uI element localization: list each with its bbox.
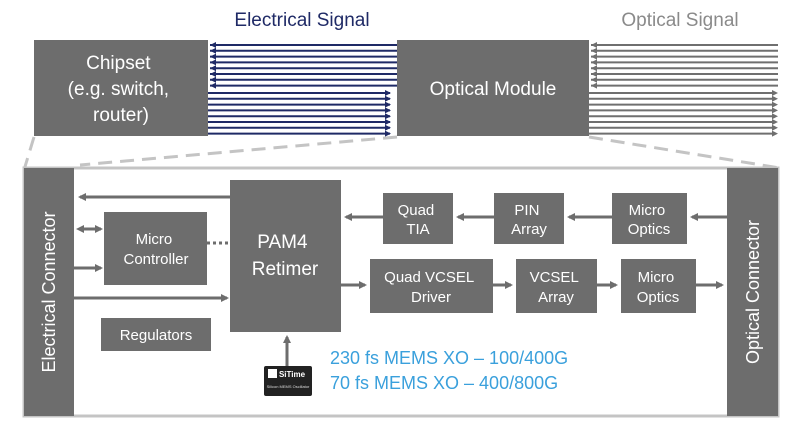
pin-array-label-line-2: Array [511, 221, 547, 238]
chipset-label: Chipset (e.g. switch, router) [68, 53, 175, 126]
quad-vcsel-driver-block [370, 259, 493, 313]
pam4-retimer-label-line-1: PAM4 [257, 232, 308, 253]
electrical-arrowhead [385, 101, 391, 108]
micro-optics-tx-label: Micro Optics [637, 269, 680, 306]
quad-tia-label-line-2: TIA [406, 221, 429, 238]
electrical-arrowhead [385, 95, 391, 102]
electrical-arrowhead [385, 107, 391, 114]
vcsel-array-label: VCSEL Array [530, 269, 583, 306]
micro-optics-rx-block [612, 193, 687, 244]
optical-arrowhead [591, 82, 597, 89]
pin-array-label: PIN Array [511, 202, 547, 238]
quad-vcsel-driver-label-line-2: Driver [411, 289, 451, 306]
sitime-logo-icon [268, 369, 277, 378]
electrical-arrowhead [210, 47, 216, 54]
electrical-arrowhead [385, 124, 391, 131]
micro-controller-label-line-1: Micro [136, 231, 173, 248]
electrical-arrowhead [210, 59, 216, 66]
quad-vcsel-driver-label: Quad VCSEL Driver [384, 269, 478, 306]
chipset-label-line-3: router) [93, 105, 149, 126]
electrical-signal-lines [208, 42, 397, 137]
electrical-signal-label: Electrical Signal [234, 10, 369, 31]
optical-arrowhead [591, 42, 597, 48]
electrical-connector-label: Electrical Connector [39, 211, 59, 372]
pam4-retimer-label: PAM4 Retimer [252, 232, 319, 280]
optical-arrowhead [772, 90, 778, 96]
electrical-arrowhead [210, 71, 216, 77]
optical-signal-lines [589, 42, 778, 137]
micro-controller-label: Micro Controller [123, 231, 188, 268]
optical-arrowhead [591, 59, 597, 66]
optical-connector-block [727, 168, 778, 416]
optical-arrowhead [772, 95, 778, 102]
quad-tia-label: Quad TIA [398, 202, 439, 238]
electrical-arrowhead [210, 76, 216, 83]
chipset-label-line-2: (e.g. switch, [68, 79, 169, 100]
electrical-arrowhead [210, 82, 216, 89]
optical-arrowhead [591, 53, 597, 60]
electrical-arrowhead [385, 130, 391, 137]
micro-controller-label-line-2: Controller [123, 251, 188, 268]
electrical-arrowhead [385, 90, 391, 96]
note-line-2: 70 fs MEMS XO – 400/800G [330, 373, 558, 393]
vcsel-array-label-line-1: VCSEL [530, 269, 579, 286]
optical-arrowhead [591, 47, 597, 54]
quad-vcsel-driver-label-line-1: Quad VCSEL [384, 269, 474, 286]
vcsel-array-label-line-2: Array [538, 289, 574, 306]
pam4-retimer-label-line-2: Retimer [252, 259, 319, 280]
optical-signal-label: Optical Signal [621, 10, 738, 31]
micro-optics-tx-block [621, 259, 696, 313]
optical-arrowhead [591, 71, 597, 77]
chipset-block [34, 40, 208, 136]
zoom-dashed-line-left [22, 136, 36, 171]
optical-connector-label: Optical Connector [743, 220, 763, 364]
optical-arrowhead [772, 107, 778, 114]
pin-array-label-line-1: PIN [514, 202, 539, 219]
note-line-1: 230 fs MEMS XO – 100/400G [330, 348, 568, 368]
quad-tia-block [383, 193, 453, 244]
electrical-arrowhead [210, 65, 216, 72]
electrical-arrowhead [385, 119, 391, 125]
micro-optics-rx-label: Micro Optics [628, 202, 671, 238]
micro-controller-block [104, 212, 207, 285]
pam4-retimer-block [230, 180, 341, 332]
optical-arrowhead [591, 76, 597, 83]
zoom-dashed-line-right [588, 135, 781, 170]
sitime-logo-text: SiTime [279, 370, 306, 379]
electrical-connector-block [24, 168, 74, 416]
optical-module-label: Optical Module [430, 79, 557, 100]
zoom-dashed-line-mid [79, 135, 398, 167]
electrical-arrowhead [210, 53, 216, 60]
regulators-label: Regulators [120, 327, 193, 344]
chipset-label-line-1: Chipset [86, 53, 151, 74]
optical-arrowhead [772, 113, 778, 120]
pin-array-block [494, 193, 564, 244]
micro-optics-tx-label-line-2: Optics [637, 289, 680, 306]
regulators-block [101, 318, 211, 351]
micro-optics-rx-label-line-1: Micro [629, 202, 666, 219]
quad-tia-label-line-1: Quad [398, 202, 435, 219]
optical-arrowhead [772, 124, 778, 131]
optical-arrowhead [772, 130, 778, 137]
electrical-arrowhead [210, 42, 216, 48]
vcsel-array-block [516, 259, 597, 313]
optical-arrowhead [772, 119, 778, 125]
micro-optics-rx-label-line-2: Optics [628, 221, 671, 238]
optical-module-block [397, 40, 589, 136]
sitime-subtitle: Silicon MEMS Oscillator [267, 384, 310, 389]
micro-optics-tx-label-line-1: Micro [638, 269, 675, 286]
optical-arrowhead [772, 101, 778, 108]
electrical-arrowhead [385, 113, 391, 120]
optical-arrowhead [591, 65, 597, 72]
